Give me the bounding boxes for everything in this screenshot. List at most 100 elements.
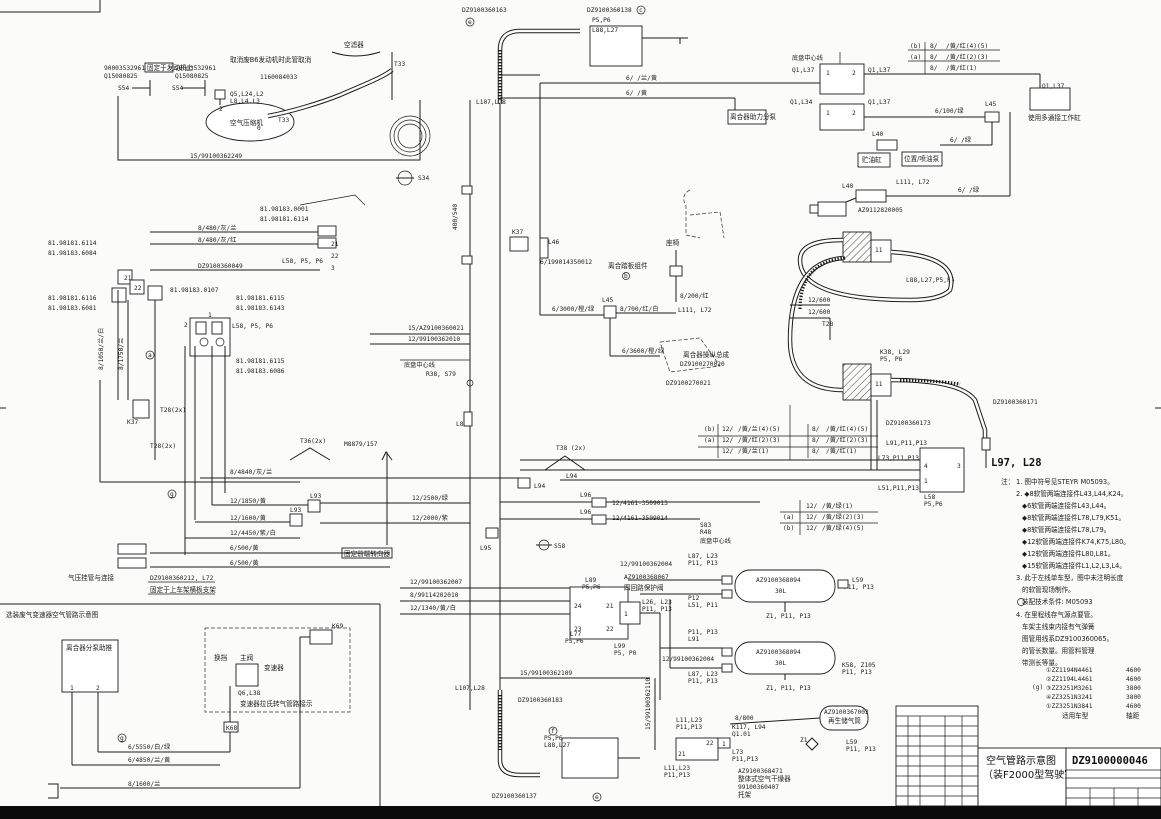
port: 1 [722, 741, 726, 748]
seat-label: 座椅 [666, 238, 680, 247]
note-line: ◆8软管两端连接件L78,L79,K51。 [1022, 513, 1125, 522]
l-code: P11, P13 [846, 746, 876, 753]
l-code: K37 [512, 229, 523, 236]
pipe-table-top: 8/ [930, 65, 938, 72]
port: 1 [826, 70, 830, 77]
port: 3 [957, 463, 961, 470]
l-code: S34 [418, 175, 429, 182]
pipe-table-mid: /黄/绿(2)(3) [822, 513, 864, 521]
pipe-table-mid: 12/ [806, 514, 817, 521]
pipe-label: 6/100/绿 [935, 107, 964, 115]
pipe-table-top: 8/ [930, 54, 938, 61]
l-code: T38 (2x) [556, 445, 586, 452]
pipe-label: 12/2000/紫 [412, 514, 448, 522]
l-code: L93 [290, 507, 301, 514]
l-code: L40 [842, 183, 853, 190]
l-code: L59 [846, 739, 857, 746]
regen-tank: 再生储气筒 [828, 716, 861, 725]
part-number: AZ9100368471 [738, 768, 783, 775]
shift-label: 换挡 [214, 653, 228, 662]
port: 2 [219, 106, 223, 113]
pipe-table-right: 8/ [812, 426, 820, 433]
air-tanks: AZ9100368094 30L Z1, P11, P13 L87, L23 P… [628, 553, 876, 753]
pipe-label: 6/ /绿 [950, 136, 972, 144]
pipe-label: 12/1340/黄/白 [410, 604, 456, 612]
pipe-label: 8/1600/兰 [128, 780, 160, 788]
port: 21 [331, 241, 339, 248]
inset-box: 离合器分泵助推 [66, 643, 113, 652]
circle-mark: e [468, 19, 472, 26]
l-code: K117, L94 [732, 724, 766, 731]
l-code: K68 [226, 725, 237, 732]
port: 2 [852, 110, 856, 117]
l-code: T28 [822, 321, 833, 328]
pipe-table-left: /黄/兰(1) [738, 447, 769, 455]
l-code: L77 [570, 631, 581, 638]
l-code: L91 [688, 636, 699, 643]
circle-mark: b [624, 273, 628, 280]
compressor-label: 空气压缩机 [230, 118, 263, 127]
pipe-label: 6/5550/白/绿 [128, 743, 171, 751]
compressor-area: 90003532961 Q15080825 90003532961 Q15080… [104, 40, 431, 186]
l-code: S54 [172, 85, 183, 92]
l-code: L58, P5, P6 [282, 258, 323, 265]
port: 21 [606, 603, 614, 610]
l-code: L51,P11,P13 [878, 485, 919, 492]
vehicle-header: 适用车型 [1062, 711, 1089, 720]
pipe-label: 6/ /黄 [626, 89, 647, 97]
air-compressor [205, 102, 295, 142]
part-number: Q15080825 [104, 73, 138, 80]
pipe-table-right: 8/ [812, 437, 820, 444]
note-line: ◆12软管两端连接件L80,L81。 [1022, 549, 1114, 558]
l-code: R48 [700, 529, 711, 536]
port: 22 [706, 740, 714, 747]
part-number: AZ9100368094 [756, 577, 801, 584]
pipe-table-left: 12/ [722, 426, 733, 433]
l-code: Q1,L34 [790, 99, 813, 106]
l-code: L11,L23 [676, 717, 702, 724]
l-code: P12 [688, 595, 699, 602]
l-code: L58, P5, P6 [232, 323, 273, 330]
l-code: Q1.01 [732, 731, 751, 738]
l-code: L51, P11 [688, 602, 718, 609]
l-code: L87, L23 [688, 553, 718, 560]
note-line: 的管长数量。用管料管理 [1022, 646, 1095, 655]
l-code: L87, L23 [688, 671, 718, 678]
l-code: S58 [554, 543, 565, 550]
part-number: 81.98183.6084 [48, 250, 97, 257]
note-line: ◆15软管两端连接件L1,L2,L3,L4。 [1022, 561, 1126, 570]
l-code: P11, P13 [688, 629, 718, 636]
l-code: L46 [548, 239, 559, 246]
part-number: DZ9100360212, L72 [150, 575, 214, 582]
port: 1 [70, 685, 74, 692]
pipe-label: 8/480/灰/兰 [198, 224, 236, 232]
title-line2: （装F2000型驾驶室） [983, 768, 1084, 781]
l-code: P5, P6 [880, 356, 903, 363]
dryer: 整体式空气干燥器 [738, 774, 791, 783]
m-code: M8879/157 [344, 441, 378, 448]
l-code: L73 [732, 749, 743, 756]
top-valve: P5,P6 L88,L27 [589, 17, 688, 67]
label-box [144, 62, 174, 73]
drawing-number: DZ9100000046 [1072, 755, 1148, 767]
pipe-label: 12/4450/紫/白 [230, 529, 276, 537]
port: 4 [924, 463, 928, 470]
l-code: P11, P13 [688, 678, 718, 685]
port: 21 [678, 751, 686, 758]
vehicle-wheelbase: 4600 [1126, 703, 1141, 710]
l-code: L88,L27,P5,P6 [906, 277, 955, 284]
tank-label: 30L [775, 588, 786, 595]
l-code: T28(2x) [150, 443, 176, 450]
part-number: DZ9100270020 [680, 361, 725, 368]
part-number: Q15080825 [175, 73, 209, 80]
note-line: ◆6软管两端连接件L43,L44。 [1022, 501, 1110, 510]
l-code: L95 [480, 545, 491, 552]
pipe-table-left: /黄/红(2)(3) [738, 436, 780, 444]
port: 1 [624, 611, 628, 618]
part-number: DZ9100360138 [587, 7, 632, 14]
pipe-label: 12/600 [808, 297, 831, 304]
left-cluster: 81.98183.0001 81.98181.6114 21 22 3 L58,… [48, 194, 520, 595]
chassis-mid: 底盘中心线 [792, 54, 823, 62]
l-code: L26, L23 [642, 599, 672, 606]
circle-mark: (b) [910, 43, 921, 50]
